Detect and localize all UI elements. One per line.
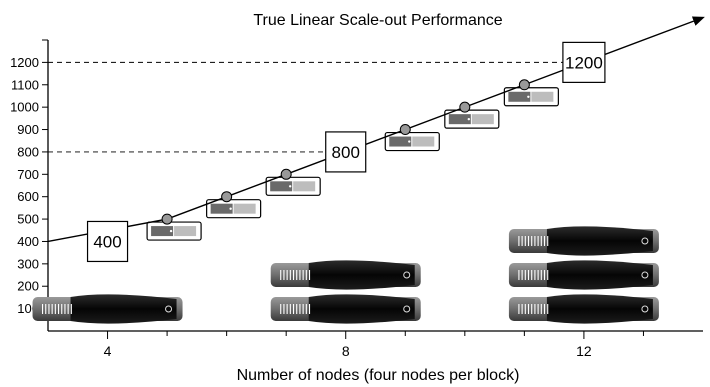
server-unit (270, 294, 421, 324)
annotation-box: 400 (86, 220, 129, 263)
server-unit (508, 260, 659, 290)
data-point (459, 101, 471, 113)
annotation-label: 800 (332, 143, 360, 162)
x-tick-label: 8 (342, 343, 350, 359)
x-axis-label: Number of nodes (four nodes per block) (237, 367, 520, 384)
annotations: 400 800 1200 (86, 41, 606, 263)
axes: 1002003004005006007008009001000110012004… (10, 39, 703, 359)
server-unit (270, 260, 421, 290)
y-tick-label: 500 (17, 212, 39, 227)
server-blocks (32, 226, 659, 324)
node-icon (146, 221, 202, 241)
data-point (221, 191, 233, 203)
y-tick-label: 1100 (11, 77, 39, 92)
x-tick-label: 4 (104, 343, 112, 359)
node-icon (265, 176, 321, 196)
annotation-label: 1200 (565, 53, 603, 72)
node-icon (444, 109, 500, 129)
x-tick-label: 12 (576, 343, 592, 359)
y-tick-label: 300 (17, 256, 39, 271)
data-point (399, 124, 411, 136)
data-point (161, 213, 173, 225)
server-unit (508, 226, 659, 256)
y-tick-label: 1200 (10, 55, 39, 70)
server-block (270, 260, 421, 324)
y-tick-label: 800 (17, 144, 39, 159)
y-tick-label: 200 (17, 279, 39, 294)
y-tick-label: 1000 (10, 100, 39, 115)
node-icon (503, 87, 559, 107)
server-block (32, 294, 183, 324)
data-point (280, 168, 292, 180)
y-tick-label: 900 (17, 122, 39, 137)
reference-lines (48, 61, 574, 153)
y-tick-label: 400 (17, 234, 39, 249)
annotation-box: 800 (325, 131, 367, 173)
annotation-label: 400 (93, 232, 121, 251)
node-icon (206, 199, 262, 219)
node-icons (146, 87, 559, 241)
server-unit (508, 294, 659, 324)
node-icon (384, 131, 440, 152)
data-point (518, 79, 530, 91)
server-unit (32, 294, 183, 324)
chart-title: True Linear Scale-out Performance (253, 12, 502, 29)
server-block (508, 226, 659, 324)
y-tick-label: 700 (17, 167, 39, 182)
y-tick-label: 600 (17, 189, 39, 204)
annotation-box: 1200 (562, 41, 606, 83)
